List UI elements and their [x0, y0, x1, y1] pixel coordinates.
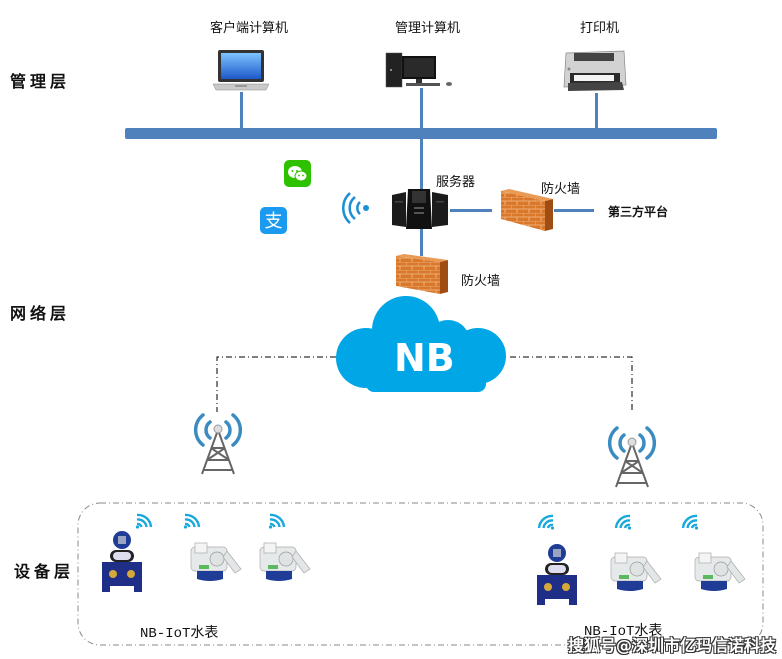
connector-admin [420, 88, 423, 128]
connector-server-firewall [420, 226, 423, 256]
wifi-icon [135, 513, 153, 529]
connector-printer [595, 93, 598, 128]
laptop-icon[interactable] [212, 48, 270, 92]
connector-server-firewall-right [450, 209, 492, 212]
nb-cloud-icon[interactable] [336, 294, 511, 394]
third-party-platform-label[interactable]: 第三方平台 [608, 205, 669, 219]
printer-label: 打印机 [580, 21, 620, 36]
server-icon[interactable] [390, 189, 450, 229]
layer-label-device: 设备层 [14, 562, 75, 581]
large-water-meter-icon[interactable] [535, 543, 579, 605]
small-water-meter-icon[interactable] [691, 552, 747, 593]
alipay-icon[interactable]: 支 [260, 207, 287, 234]
connector-client [240, 92, 243, 128]
layer-label-management: 管理层 [10, 72, 71, 91]
cell-tower-left-icon [192, 410, 244, 476]
layer-label-network: 网络层 [10, 304, 71, 323]
printer-icon[interactable] [560, 47, 630, 93]
firewall-right-label: 防火墙 [541, 182, 581, 197]
watermark-text: 搜狐号@深圳市亿玛信诺科技 [568, 636, 777, 655]
nb-cloud-label: NB [394, 336, 455, 380]
wifi-icon [681, 514, 699, 530]
wechat-icon[interactable] [284, 160, 311, 187]
small-water-meter-icon[interactable] [256, 542, 312, 583]
firewall-right-icon[interactable] [499, 189, 555, 233]
network-bus [125, 128, 717, 139]
small-water-meter-icon[interactable] [187, 542, 243, 583]
meter-group-left-label: NB-IoT水表 [140, 626, 219, 642]
client-computer-label: 客户端计算机 [210, 21, 289, 36]
svg-text:支: 支 [265, 211, 283, 232]
server-label: 服务器 [436, 175, 476, 190]
wifi-icon [183, 513, 201, 529]
wifi-icon [614, 514, 632, 530]
cell-tower-right-icon [606, 423, 658, 489]
desktop-computer-icon[interactable] [385, 50, 456, 90]
wifi-icon [268, 513, 286, 529]
small-water-meter-icon[interactable] [607, 552, 663, 593]
connector-bus-server [420, 139, 423, 191]
meter-group-right-label: NB-IoT水表 [584, 624, 663, 640]
large-water-meter-icon[interactable] [100, 530, 144, 592]
firewall-bottom-label: 防火墙 [461, 274, 501, 289]
admin-computer-label: 管理计算机 [395, 21, 461, 36]
firewall-bottom-icon[interactable] [394, 254, 450, 296]
wifi-icon [537, 514, 555, 530]
connector-firewall-thirdparty [554, 209, 594, 212]
wireless-signal-icon [341, 192, 372, 224]
